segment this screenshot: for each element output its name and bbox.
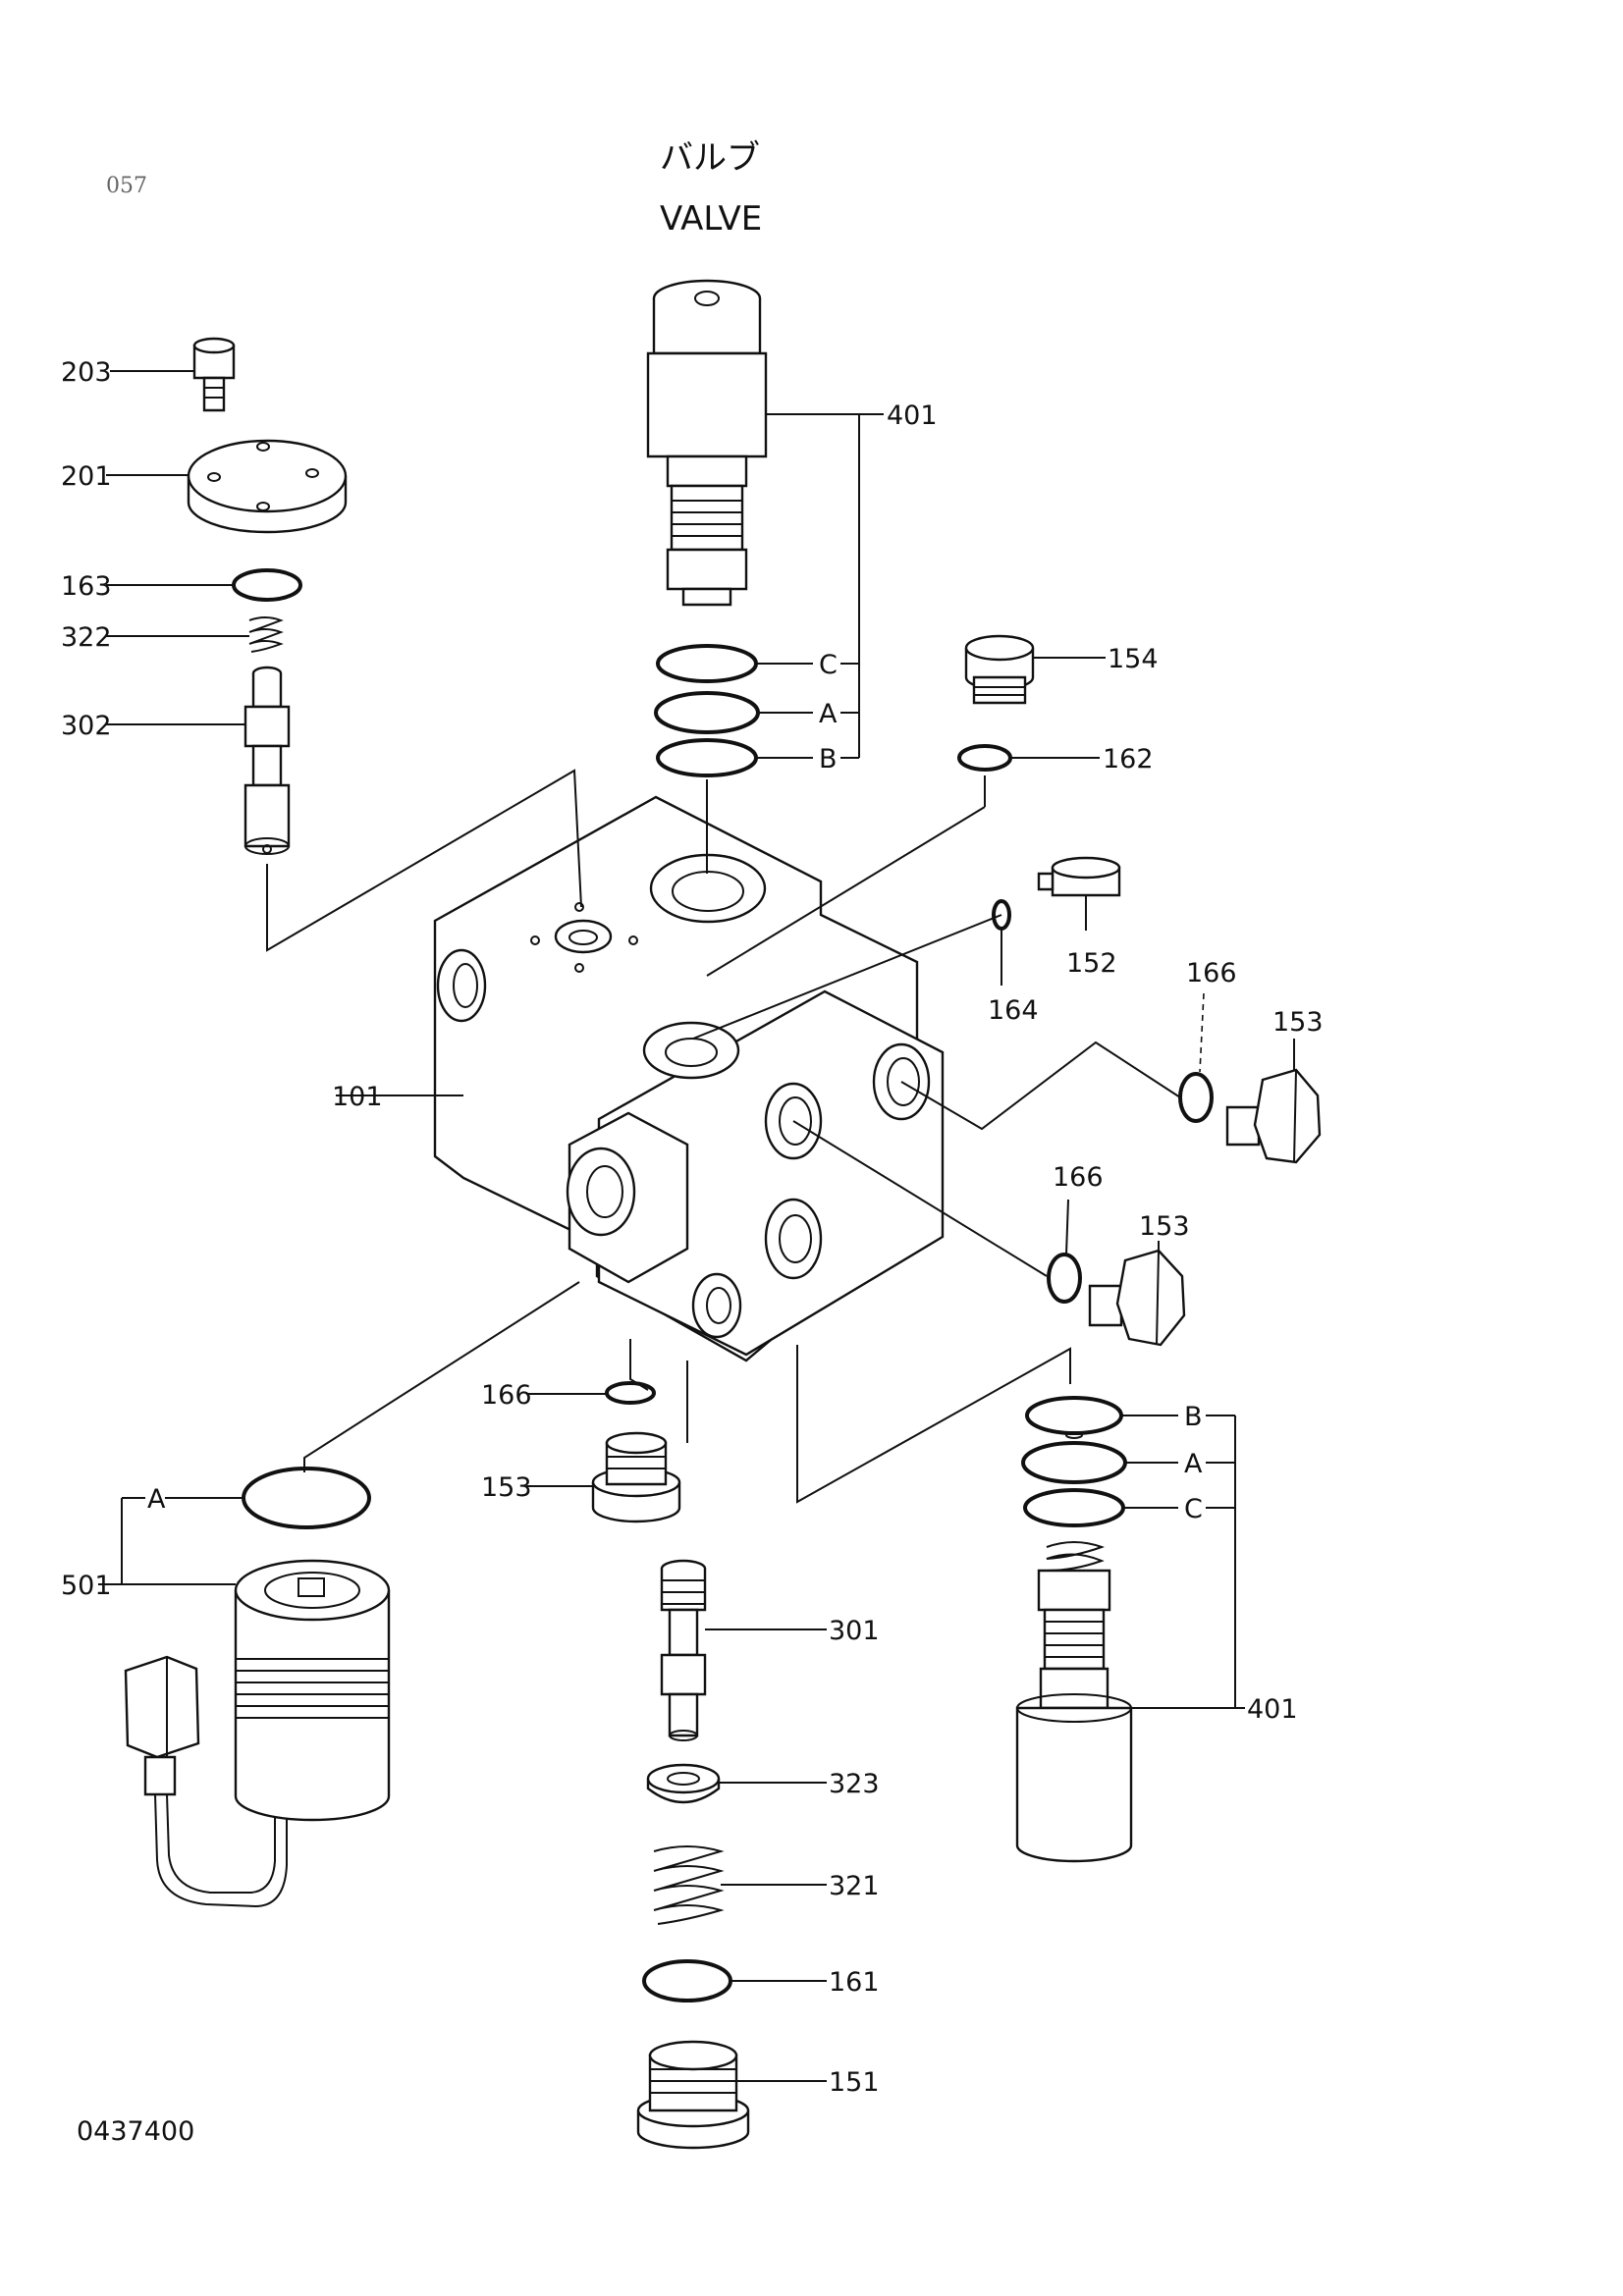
label-322: 322 bbox=[61, 622, 112, 653]
label-401-bot-c: C bbox=[1184, 1494, 1203, 1524]
label-164: 164 bbox=[988, 995, 1039, 1026]
title-japanese: バルブ bbox=[660, 138, 760, 178]
part-153-c-plug bbox=[591, 1431, 681, 1523]
label-401-top-b: B bbox=[819, 744, 838, 774]
part-401-top-ring-b bbox=[656, 738, 758, 777]
page-number: 057 bbox=[106, 174, 147, 198]
label-501-a: A bbox=[147, 1484, 166, 1515]
label-153-b: 153 bbox=[1139, 1211, 1190, 1242]
label-201: 201 bbox=[61, 461, 112, 492]
label-401-bottom: 401 bbox=[1247, 1694, 1298, 1725]
label-153-c: 153 bbox=[481, 1472, 532, 1503]
label-152: 152 bbox=[1066, 948, 1117, 979]
part-154-plug bbox=[964, 634, 1035, 705]
part-166-b-o-ring bbox=[1047, 1253, 1082, 1304]
part-401-top-relief-valve bbox=[646, 279, 768, 607]
assembly-guide-lines bbox=[266, 769, 1181, 1504]
part-152-plug bbox=[1037, 856, 1121, 897]
label-154: 154 bbox=[1108, 644, 1159, 674]
label-162: 162 bbox=[1103, 744, 1154, 774]
leaders-501 bbox=[98, 1497, 243, 1585]
part-401-top-ring-a bbox=[654, 691, 760, 734]
leader-166-b bbox=[1065, 1199, 1069, 1255]
part-151-plug bbox=[636, 2040, 750, 2150]
part-166-a-o-ring bbox=[1178, 1072, 1214, 1123]
part-321-spring bbox=[653, 1845, 725, 1925]
label-163: 163 bbox=[61, 571, 112, 602]
label-401-bot-b: B bbox=[1184, 1402, 1203, 1432]
label-166-c: 166 bbox=[481, 1380, 532, 1411]
part-301-spool bbox=[660, 1559, 707, 1741]
drawing-number: 0437400 bbox=[77, 2116, 194, 2147]
part-401-bot-ring-b-mark bbox=[1065, 1431, 1083, 1439]
label-166-a: 166 bbox=[1186, 958, 1237, 988]
label-401-bot-a: A bbox=[1184, 1449, 1203, 1479]
label-301: 301 bbox=[829, 1616, 880, 1646]
part-501-solenoid bbox=[124, 1559, 391, 1908]
part-162-o-ring bbox=[957, 744, 1012, 772]
label-321: 321 bbox=[829, 1871, 880, 1901]
part-401-bottom-relief-valve bbox=[1015, 1541, 1133, 1863]
part-101-valve-body bbox=[433, 795, 945, 1362]
part-161-o-ring bbox=[642, 1959, 732, 2002]
part-201-plate bbox=[187, 439, 348, 534]
part-401-bot-ring-a bbox=[1021, 1441, 1127, 1484]
part-401-top-ring-c bbox=[656, 644, 758, 683]
label-153-a: 153 bbox=[1272, 1007, 1324, 1038]
part-203-screw bbox=[192, 337, 236, 412]
leader-166-a bbox=[1199, 992, 1205, 1073]
label-203: 203 bbox=[61, 357, 112, 388]
part-323-seat bbox=[646, 1763, 721, 1804]
label-302: 302 bbox=[61, 711, 112, 741]
label-161: 161 bbox=[829, 1967, 880, 1998]
label-401-top-c: C bbox=[819, 650, 838, 680]
part-153-b-plug bbox=[1088, 1249, 1186, 1347]
label-501: 501 bbox=[61, 1571, 112, 1601]
part-163-o-ring bbox=[232, 568, 302, 602]
part-401-bot-ring-c bbox=[1023, 1488, 1125, 1527]
label-101: 101 bbox=[332, 1082, 383, 1112]
part-322-spring bbox=[248, 616, 284, 653]
leaders-401-top bbox=[756, 413, 884, 759]
part-153-a-plug bbox=[1225, 1068, 1322, 1164]
part-501-ring-a bbox=[242, 1467, 371, 1529]
part-166-c-o-ring bbox=[605, 1381, 656, 1405]
title-english: VALVE bbox=[660, 199, 762, 239]
leaders-401-bottom bbox=[1121, 1415, 1245, 1709]
label-401-top: 401 bbox=[887, 400, 938, 431]
label-401-top-a: A bbox=[819, 699, 838, 729]
label-151: 151 bbox=[829, 2067, 880, 2098]
part-401-bot-ring-b bbox=[1025, 1396, 1123, 1435]
part-302-spool bbox=[243, 666, 291, 855]
label-166-b: 166 bbox=[1053, 1162, 1104, 1193]
label-323: 323 bbox=[829, 1769, 880, 1799]
